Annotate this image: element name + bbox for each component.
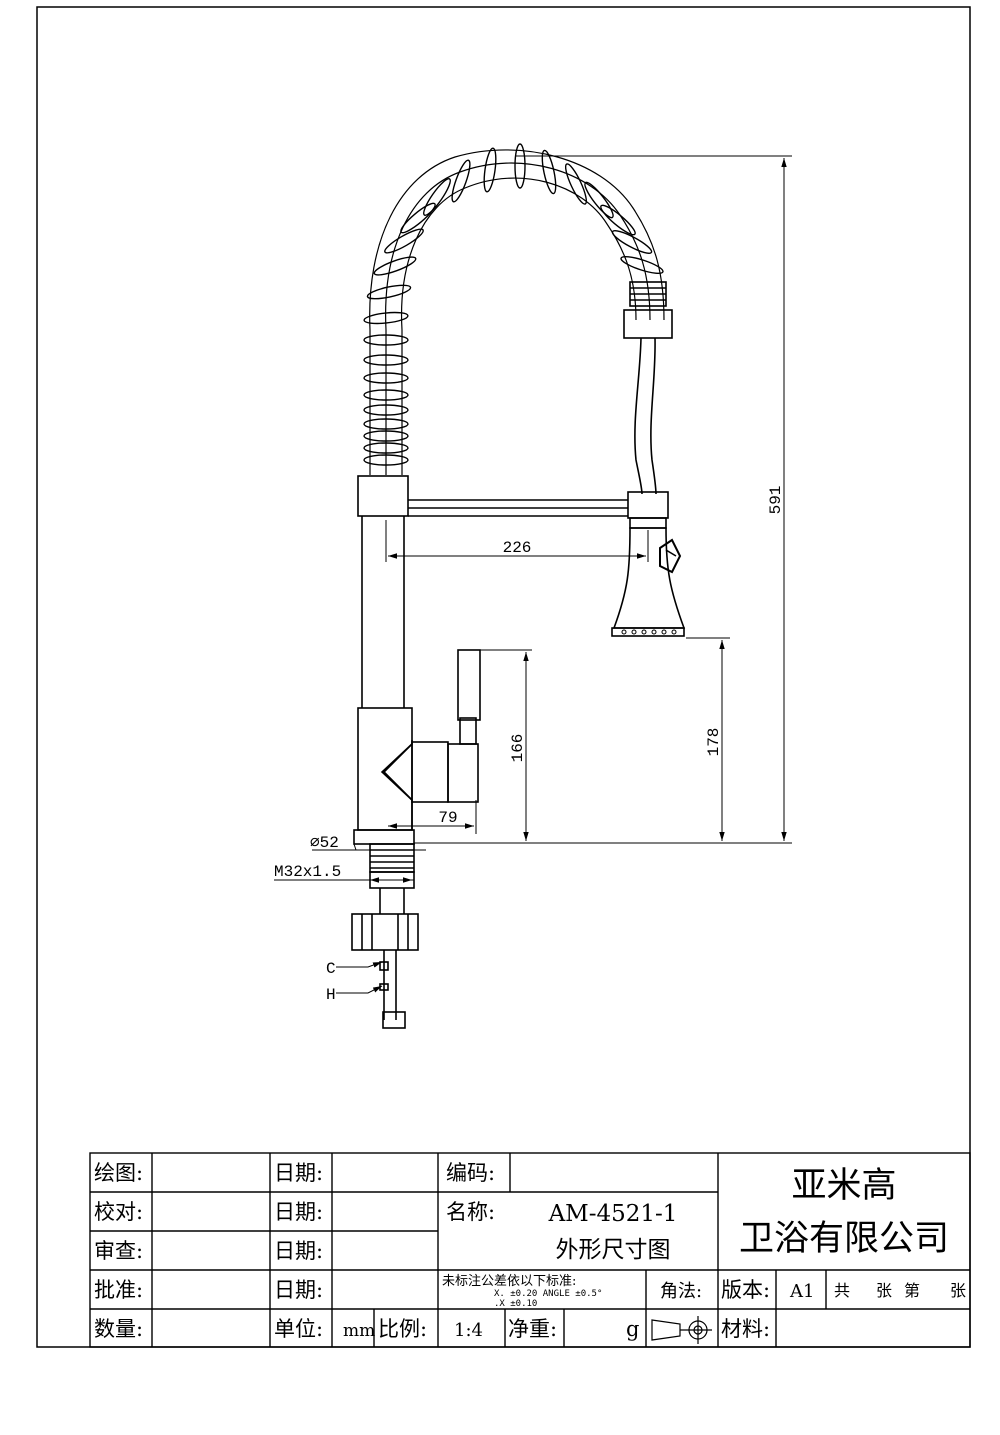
label-hot-hose: H: [326, 986, 336, 1004]
sheets-total: 共: [834, 1281, 850, 1300]
scale-value: 1:4: [454, 1320, 483, 1341]
model-number: AM-4521-1: [548, 1201, 678, 1227]
label-net-weight: 净重:: [508, 1317, 557, 1341]
spring-rings: [363, 143, 664, 466]
unit-value: mm: [343, 1321, 375, 1341]
cartridge-housing: [411, 741, 449, 803]
label-date-2: 日期:: [274, 1200, 323, 1224]
spring-coil-body: [385, 162, 651, 475]
dim-total-height: 591: [767, 486, 785, 515]
label-drawn-by: 绘图:: [94, 1161, 143, 1185]
sheet-number: 第: [904, 1281, 920, 1300]
company-name-line-1: 亚米高: [791, 1166, 896, 1206]
title-block-grid: [89, 1152, 971, 1348]
label-cold-hose: C: [326, 960, 336, 978]
dim-body-offset: 79: [438, 809, 457, 827]
mounting-nut: [351, 913, 419, 951]
tolerance-line-2: .X ±0.10: [494, 1299, 537, 1309]
company-name-line-2: 卫浴有限公司: [739, 1219, 949, 1259]
spray-face: [611, 627, 685, 637]
label-unit: 单位:: [274, 1317, 323, 1341]
tolerance-title: 未标注公差依以下标准:: [442, 1274, 576, 1289]
spray-head-top: [627, 491, 669, 519]
supply-nut: [382, 1011, 406, 1029]
column-top-collar: [357, 475, 409, 517]
spray-nozzles: [621, 629, 677, 635]
label-angle-method: 角法:: [660, 1281, 702, 1302]
label-reviewed-by: 审查:: [94, 1239, 143, 1263]
dim-handle-height: 166: [509, 734, 527, 763]
label-name: 名称:: [446, 1200, 495, 1224]
dim-thread: M32x1.5: [274, 863, 341, 881]
dim-spout-reach: 226: [503, 539, 532, 557]
drawing-title: 外形尺寸图: [556, 1237, 671, 1263]
dim-spray-height: 178: [705, 728, 723, 757]
label-quantity: 数量:: [94, 1317, 143, 1341]
label-scale: 比例:: [378, 1317, 427, 1341]
faucet-drawing: [351, 143, 686, 1029]
dim-base-diameter: ⌀52: [310, 834, 339, 852]
projection-symbol-icon: [651, 1316, 712, 1344]
label-date-3: 日期:: [274, 1239, 323, 1263]
handle-stem: [459, 717, 477, 745]
lever-handle: [457, 649, 481, 721]
label-version: 版本:: [721, 1278, 770, 1302]
sheets-unit: 张: [876, 1281, 892, 1300]
label-code: 编码:: [446, 1161, 495, 1185]
valve-cone: [382, 743, 413, 801]
label-checked-by: 校对:: [94, 1200, 143, 1224]
dimension-lines: [274, 155, 792, 994]
version-value: A1: [789, 1281, 814, 1302]
handle-collar: [447, 743, 479, 803]
base-plate: [353, 829, 415, 845]
sheet-border: [36, 6, 971, 1348]
pull-down-hose: [634, 337, 643, 495]
label-material: 材料:: [721, 1317, 770, 1341]
hose-connector: [623, 309, 673, 339]
sheet-unit-2: 张: [950, 1281, 966, 1300]
label-date-1: 日期:: [274, 1161, 323, 1185]
tolerance-line-1: X. ±0.20 ANGLE ±0.5°: [494, 1289, 602, 1299]
label-date-4: 日期:: [274, 1278, 323, 1302]
weight-unit: g: [626, 1317, 639, 1341]
spray-button: [659, 538, 682, 574]
label-approved-by: 批准:: [94, 1278, 143, 1302]
